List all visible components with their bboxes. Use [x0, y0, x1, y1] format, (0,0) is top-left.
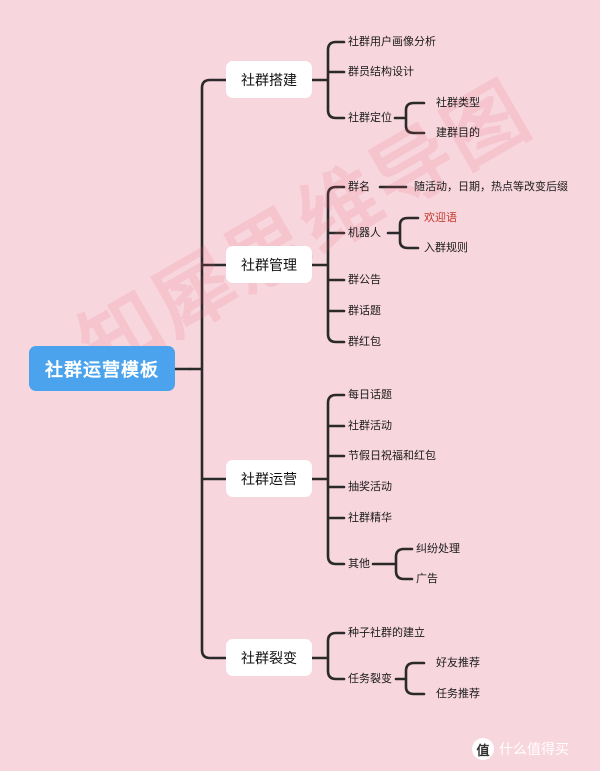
leaf-daily-topic[interactable]: 每日话题	[348, 388, 392, 401]
smzdm-logo: 值 什么值得买	[472, 738, 569, 760]
leaf-highlights[interactable]: 社群精华	[348, 511, 392, 524]
leaf-ads[interactable]: 广告	[416, 572, 438, 585]
connector-root-trunk	[188, 78, 228, 660]
leaf-dispute[interactable]: 纠纷处理	[416, 542, 460, 555]
root-node[interactable]: 社群运营模板	[29, 346, 175, 391]
connector-b1	[310, 40, 346, 120]
leaf-other[interactable]: 其他	[348, 557, 370, 570]
connector-b2-sub	[378, 185, 420, 250]
connector-b3-sub	[371, 547, 414, 581]
leaf-bot[interactable]: 机器人	[348, 226, 381, 239]
leaf-positioning[interactable]: 社群定位	[348, 111, 392, 124]
leaf-task-fission[interactable]: 任务裂变	[348, 672, 392, 685]
leaf-task-referral[interactable]: 任务推荐	[436, 687, 480, 700]
leaf-holiday-greetings[interactable]: 节假日祝福和红包	[348, 449, 436, 462]
leaf-seed-community[interactable]: 种子社群的建立	[348, 626, 425, 639]
logo-text: 什么值得买	[499, 742, 569, 758]
zhi-badge-icon: 值	[472, 738, 494, 760]
connector-b2	[310, 185, 346, 344]
leaf-group-purpose[interactable]: 建群目的	[436, 126, 480, 139]
leaf-group-rules[interactable]: 入群规则	[424, 241, 468, 254]
leaf-red-packet[interactable]: 群红包	[348, 335, 381, 348]
branch-community-fission[interactable]: 社群裂变	[226, 639, 312, 676]
connector-b1-sub	[393, 101, 426, 135]
leaf-group-name[interactable]: 群名	[348, 180, 370, 193]
leaf-user-persona[interactable]: 社群用户画像分析	[348, 35, 436, 48]
leaf-member-structure[interactable]: 群员结构设计	[348, 65, 414, 78]
branch-community-setup[interactable]: 社群搭建	[226, 61, 312, 98]
leaf-name-suffix[interactable]: 随活动，日期，热点等改变后缀	[414, 180, 568, 193]
leaf-welcome-message[interactable]: 欢迎语	[424, 211, 457, 224]
leaf-friend-referral[interactable]: 好友推荐	[436, 656, 480, 669]
leaf-group-topic[interactable]: 群话题	[348, 304, 381, 317]
leaf-lottery[interactable]: 抽奖活动	[348, 480, 392, 493]
leaf-community-type[interactable]: 社群类型	[436, 96, 480, 109]
branch-community-operation[interactable]: 社群运营	[226, 460, 312, 497]
leaf-community-activity[interactable]: 社群活动	[348, 419, 392, 432]
connector-b3	[310, 393, 346, 566]
connector-b4	[310, 631, 346, 681]
leaf-announcement[interactable]: 群公告	[348, 273, 381, 286]
branch-community-management[interactable]: 社群管理	[226, 246, 312, 283]
connector-b4-sub	[394, 661, 426, 696]
